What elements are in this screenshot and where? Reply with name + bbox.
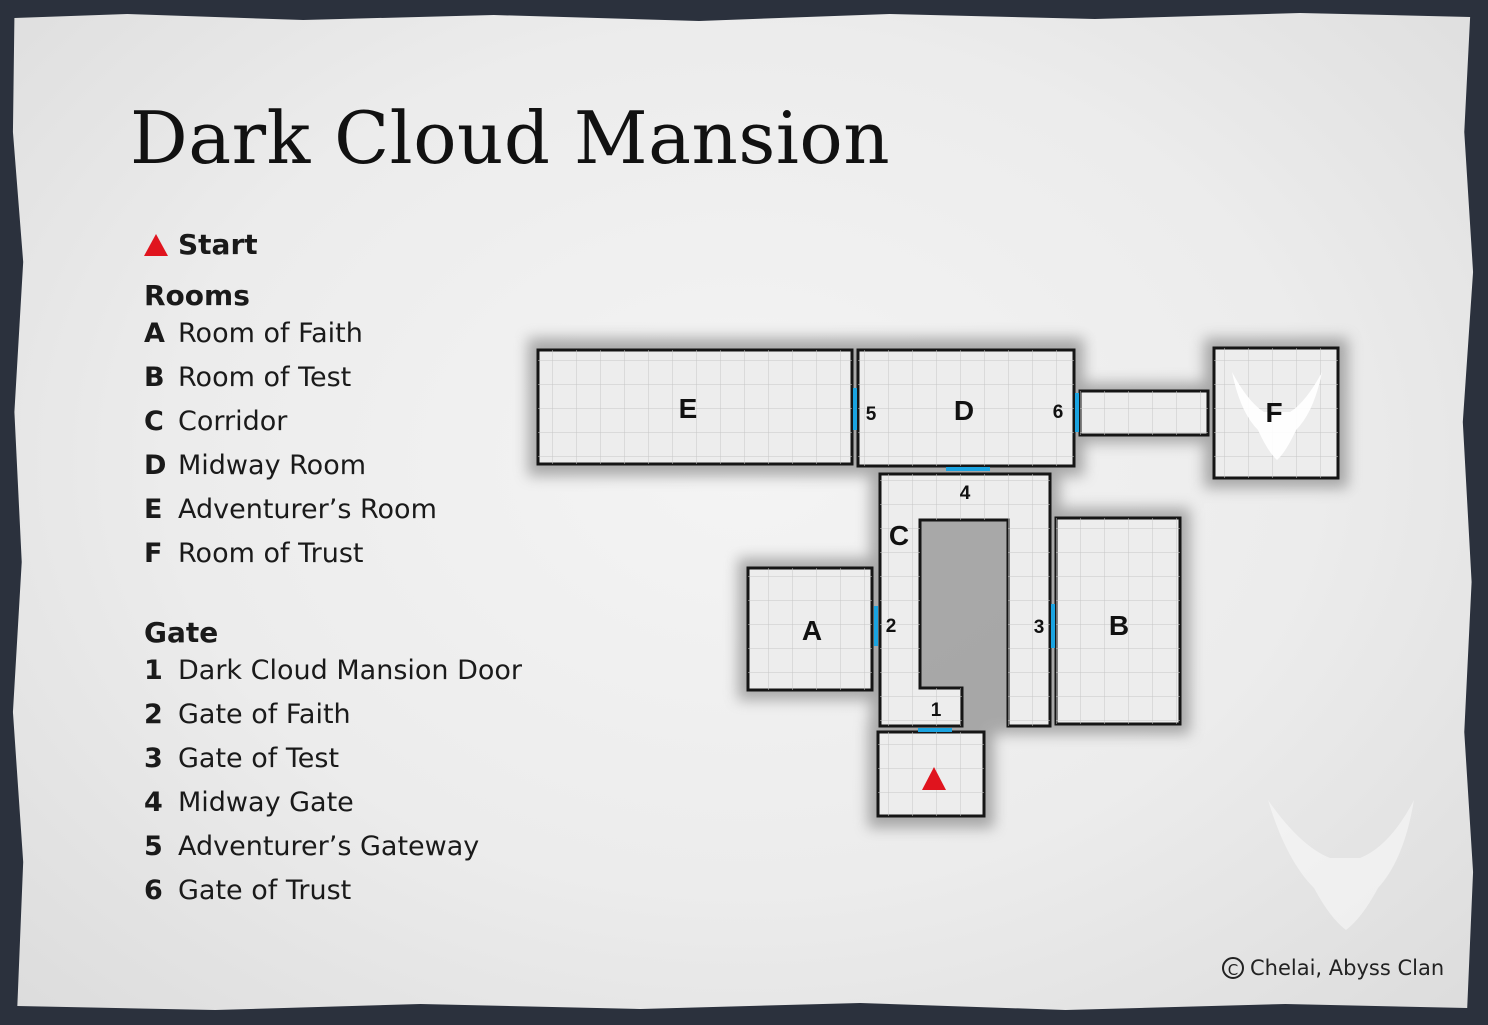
rooms-heading: Rooms xyxy=(144,279,250,312)
room-a xyxy=(746,566,874,692)
start-triangle-icon xyxy=(144,233,168,256)
map-gate-4: 4 xyxy=(960,483,971,504)
copyright-icon: C xyxy=(1222,957,1244,979)
clan-emblem-icon xyxy=(1268,800,1414,930)
map-gate-5: 5 xyxy=(866,404,877,425)
map-label-f: F xyxy=(1265,397,1282,428)
map-label-a: A xyxy=(802,615,822,646)
map-gate-1: 1 xyxy=(931,700,942,721)
gates-heading: Gate xyxy=(144,616,219,649)
start-label: Start xyxy=(178,228,258,261)
map-label-e: E xyxy=(679,393,698,424)
map-gate-3: 3 xyxy=(1034,617,1045,638)
room-b xyxy=(1054,516,1182,726)
passage-d-f xyxy=(1078,389,1210,437)
corridor-c xyxy=(878,472,1052,728)
room-d xyxy=(856,348,1076,468)
map-title: Dark Cloud Mansion xyxy=(130,96,891,180)
clan-emblem-icon xyxy=(1232,372,1322,460)
copyright-text: Chelai, Abyss Clan xyxy=(1250,956,1445,980)
parchment xyxy=(12,13,1474,1010)
map-label-c: C xyxy=(889,520,909,551)
room-e xyxy=(536,348,854,466)
map-label-b: B xyxy=(1109,610,1129,641)
map-gate-2: 2 xyxy=(886,616,897,637)
copyright: C Chelai, Abyss Clan xyxy=(1222,956,1444,980)
map-gate-6: 6 xyxy=(1053,402,1064,423)
map-label-d: D xyxy=(954,395,974,426)
legend-start: Start xyxy=(144,228,522,261)
start-triangle-icon xyxy=(922,767,946,790)
